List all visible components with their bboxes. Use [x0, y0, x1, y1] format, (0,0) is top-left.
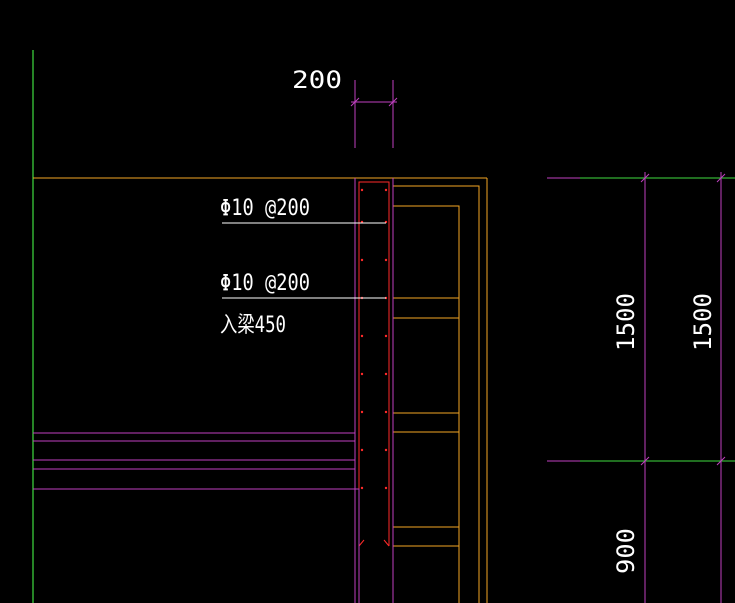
right-dimension-1: 1500: [612, 293, 640, 351]
annotation-rebar-2: Φ10 @200: [220, 271, 310, 296]
right-dimension-3: 900: [612, 528, 640, 574]
rebar-dots: [360, 188, 388, 490]
floor-slab-lines: [33, 432, 360, 603]
annotation-anchorage: 入梁450: [220, 313, 286, 338]
annotation-rebar-1: Φ10 @200: [220, 196, 310, 221]
wall-column: [354, 178, 394, 603]
top-dimension-label: 200: [292, 66, 342, 94]
right-dimension-lines: [547, 172, 735, 603]
top-dimension: [350, 80, 398, 148]
right-dimension-2: 1500: [689, 293, 717, 351]
column-rebar: [358, 181, 390, 547]
slab-outline: [33, 177, 488, 603]
